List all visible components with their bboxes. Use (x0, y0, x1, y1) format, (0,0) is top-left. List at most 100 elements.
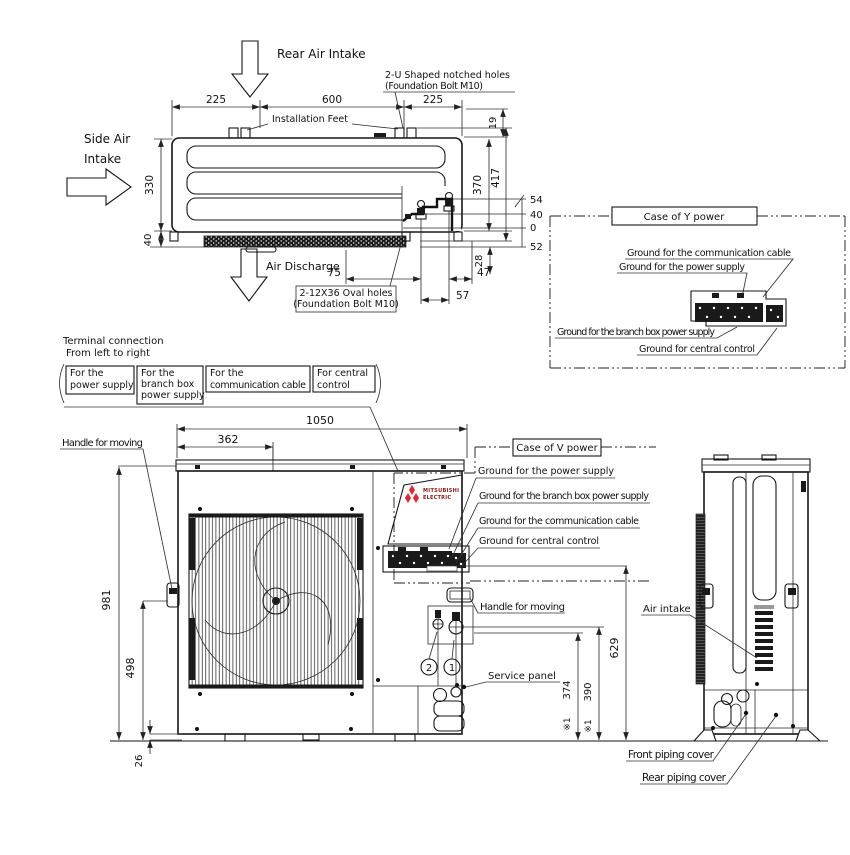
callout-1-value: 1 (449, 663, 455, 674)
dim-600-value: 600 (322, 94, 342, 106)
y-g2-leader (617, 272, 748, 298)
front-terminal-strip (388, 551, 452, 568)
side-body (703, 471, 809, 735)
dim-374-value: 374 (562, 680, 573, 699)
dim-47-value: 47 (477, 267, 490, 279)
cap-mark (350, 465, 355, 469)
side-foot (692, 729, 717, 742)
latch (801, 481, 806, 492)
case-of-y-power: Case of Y power Ground for the communica… (549, 206, 846, 369)
v-g4-leader (459, 547, 600, 569)
grille-slot (186, 171, 446, 195)
grille-post (189, 518, 195, 570)
pipe-hole (736, 689, 750, 703)
valve-stems (420, 211, 450, 232)
foot (406, 127, 417, 139)
base-foot (394, 733, 416, 742)
notched-holes-label-2: (Foundation Bolt M10) (385, 81, 483, 92)
v-g2-leader (451, 502, 650, 558)
dim-75-value: 75 (328, 267, 341, 279)
service-panel-dot (461, 684, 467, 690)
rear-piping-label: Rear piping cover (642, 772, 727, 784)
dim-370-value: 370 (472, 175, 484, 195)
dim-19-value: 19 (488, 117, 499, 130)
terminal-box-2 (136, 365, 204, 405)
moving-handle-right (446, 587, 474, 603)
foot (401, 231, 411, 242)
air-intake-louver (755, 611, 773, 671)
top-cap (175, 459, 465, 472)
foot (394, 127, 405, 139)
foot (453, 231, 463, 242)
logo-diamond-icon (405, 493, 411, 503)
oval-holes-label-1: 2-12X36 Oval holes (299, 288, 392, 299)
y-ground-branch-box: Ground for the branch box power supply (557, 327, 715, 338)
air-intake-label: Air intake (643, 604, 691, 615)
oval-holes-leader (389, 243, 402, 287)
valve-stem (435, 610, 441, 618)
handle-grip (788, 588, 796, 595)
front-terminal-label-strip (426, 565, 458, 572)
callout-leaders (428, 631, 455, 660)
valve-height-lines (403, 194, 526, 248)
handle-left-label: Handle for moving (62, 438, 143, 449)
front-terminal-tab (420, 547, 428, 551)
terminal-box-4 (312, 365, 376, 393)
dim-54-value: 54 (530, 195, 543, 206)
front-piping-leader (626, 713, 747, 762)
grille-post (357, 518, 363, 570)
v-ground-branch-box: Ground for the branch box power supply (479, 491, 649, 502)
v-ground-communication: Ground for the communication cable (479, 516, 639, 527)
mitsubishi-logo: MITSUBISHI ELECTRIC (405, 485, 459, 503)
dim-390-value: 390 (583, 682, 594, 701)
logo-diamond-icon (413, 493, 419, 503)
installation-feet-label: Installation Feet (272, 114, 348, 125)
air-discharge-arrow-icon (229, 248, 269, 302)
y-power-title: Case of Y power (644, 212, 726, 223)
terminal-connection-label-2: From left to right (66, 348, 150, 359)
box1-line2: power supply (70, 380, 134, 391)
dim-ext-right (417, 108, 512, 242)
knockout (433, 715, 465, 732)
side-air-intake-arrow-icon (66, 167, 132, 207)
notched-holes-leader (383, 91, 515, 129)
foot (169, 231, 179, 242)
fan-grille-bars (191, 516, 361, 686)
handle-grip (702, 588, 710, 595)
discharge-tab (245, 246, 277, 253)
handle-grip (169, 588, 177, 594)
hinge-mark (374, 133, 386, 137)
dim-498-value: 498 (124, 658, 137, 679)
grille-edge (189, 514, 363, 518)
base-foot (224, 733, 246, 742)
dim-ext-mid (455, 565, 627, 634)
dim-52-value: 52 (530, 242, 543, 253)
cap-mark (195, 465, 200, 469)
grille-post (189, 618, 195, 680)
y-ground-central: Ground for central control (639, 344, 755, 355)
y-terminal-strip (695, 303, 763, 322)
dim-417-value: 417 (490, 168, 502, 188)
logo-diamond-icon (409, 485, 415, 495)
dim-981-value: 981 (100, 590, 113, 611)
valve-top (416, 199, 426, 209)
notched-holes-label-1: 2-U Shaped notched holes (385, 70, 510, 81)
front-piping-label: Front piping cover (628, 749, 715, 761)
dim-374-note: ※1 (563, 717, 573, 730)
grille-edge (189, 684, 363, 688)
top-view: Rear Air Intake Side Air Intake Air Disc… (66, 40, 543, 313)
y-ground-power: Ground for the power supply (619, 262, 745, 273)
side-view: Air intake Front piping cover Rear pipin… (626, 454, 822, 785)
cap-mark (441, 465, 446, 469)
handle-right-leader (469, 597, 565, 614)
front-terminal-screws (391, 554, 463, 566)
pipe-hole (720, 692, 734, 706)
y-terminal-strip-ext (766, 305, 783, 322)
box4-line1: For central (317, 368, 368, 379)
terminal-connection-label-1: Terminal connection (62, 336, 164, 347)
box3-line1: For the (210, 368, 244, 379)
valve-plate (427, 605, 474, 645)
dim-362-value: 362 (218, 433, 239, 446)
grille-slot (186, 145, 446, 169)
oval-holes-label-2: (Foundation Bolt M10) (293, 299, 398, 310)
